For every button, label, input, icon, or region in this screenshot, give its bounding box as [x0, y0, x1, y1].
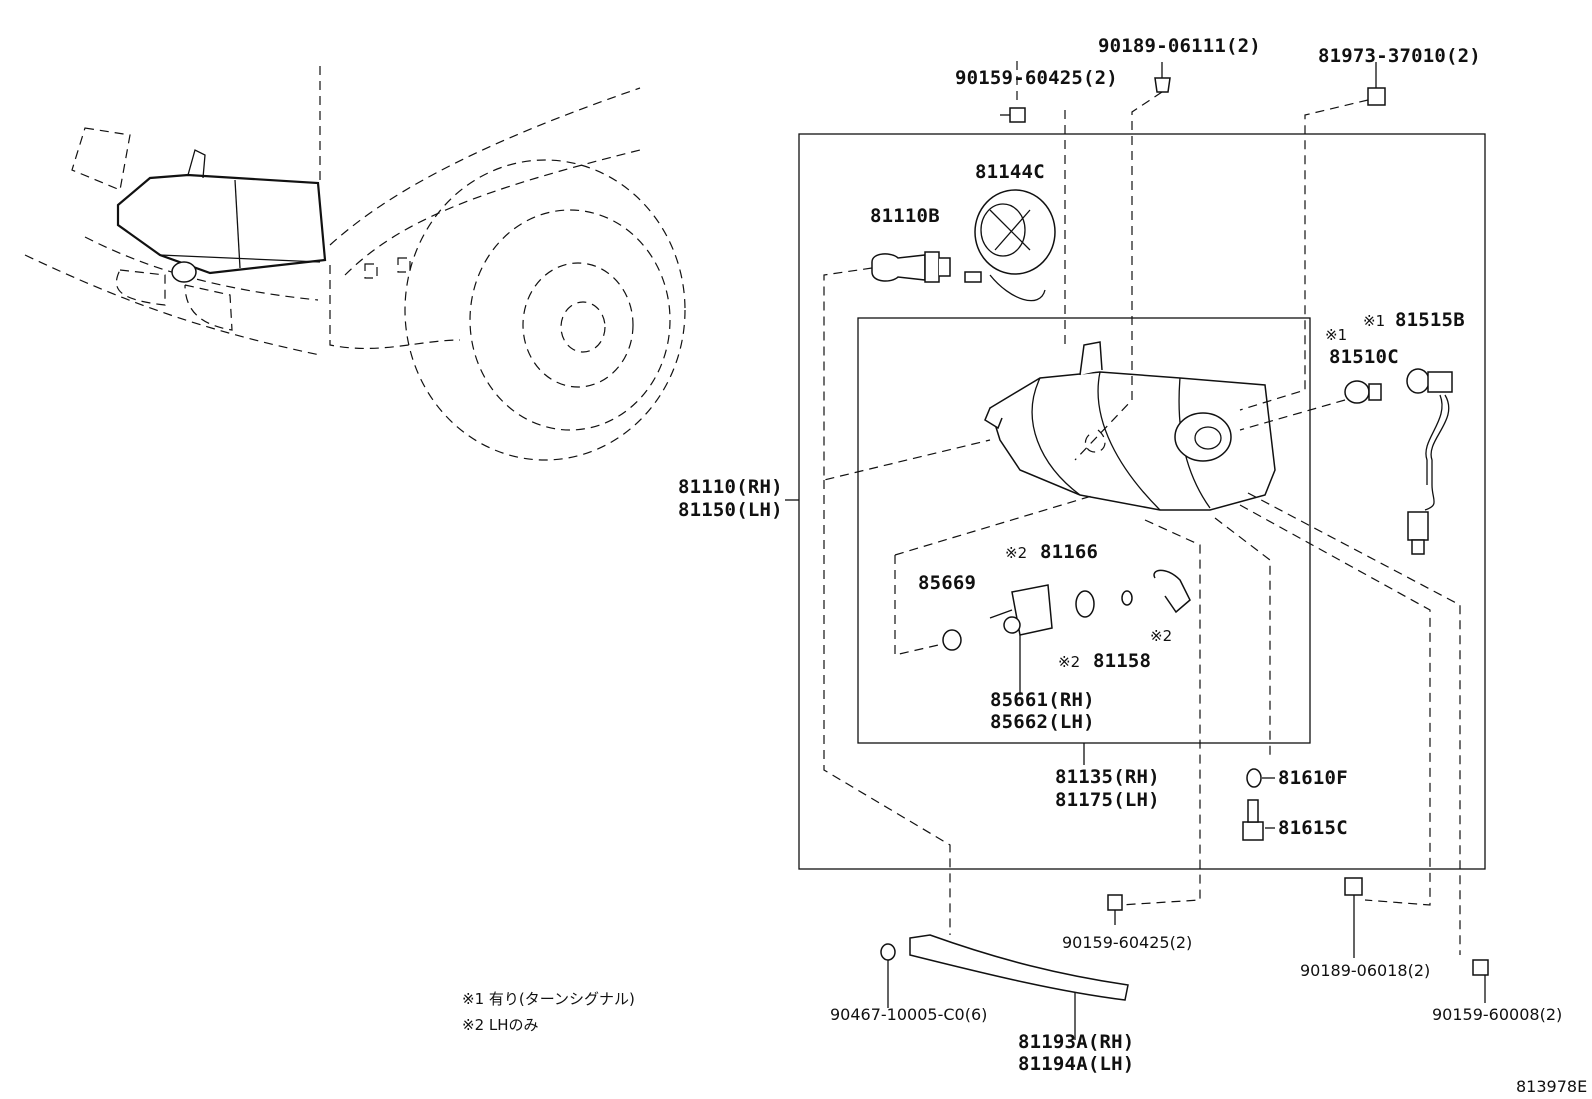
screw-right-part [1472, 959, 1489, 976]
diagram-code: 813978E [1516, 1077, 1587, 1096]
label-90189-06111: 90189-06111(2) [1098, 35, 1261, 57]
label-81610F: 81610F [1278, 767, 1348, 789]
note-turn-signal: ※1 有り(ターンシグナル) [462, 990, 635, 1008]
label-81510C-mark: ※1 [1325, 326, 1347, 344]
label-81166-mark: ※2 [1005, 544, 1027, 562]
turn-bulb-part [1344, 380, 1382, 404]
label-81973-37010: 81973-37010(2) [1318, 45, 1481, 67]
label-81193A-rh: 81193A(RH) [1018, 1031, 1134, 1053]
leveling-actuator-part [989, 584, 1053, 636]
label-85669: 85669 [918, 572, 976, 594]
clip-top-part [1367, 87, 1386, 106]
label-81158: 81158 [1093, 650, 1151, 672]
label-90159-60425-bottom: 90159-60425(2) [1062, 933, 1192, 952]
nut-bottom-part [1344, 877, 1363, 896]
label-81515B-mark: ※1 [1363, 312, 1385, 330]
headlamp-retainer-strip-part [909, 934, 1129, 1001]
side-marker-bulb-part [1242, 768, 1264, 841]
headlamp-bulb-part [171, 251, 951, 283]
label-81110B: 81110B [870, 205, 940, 227]
headlamp-assembly-box [798, 133, 1486, 870]
o-ring-part [942, 629, 962, 651]
label-90467-10005: 90467-10005-C0(6) [830, 1005, 987, 1024]
label-81515B: 81515B [1395, 309, 1465, 331]
screw-bottom-part [1107, 894, 1123, 911]
label-81135-rh: 81135(RH) [1055, 766, 1160, 788]
label-85662-lh: 85662(LH) [990, 711, 1095, 733]
label-81615C: 81615C [1278, 817, 1348, 839]
bulb-socket-cap-part [964, 189, 1056, 302]
vehicle-front-illustration [24, 66, 686, 461]
grommet-part [1075, 590, 1095, 618]
label-lh-clip-mark: ※2 [1150, 627, 1172, 645]
label-90159-60008: 90159-60008(2) [1432, 1005, 1562, 1024]
label-81150-lh: 81150(LH) [678, 499, 783, 521]
nut-top-part [1154, 77, 1171, 93]
screw-top-part [1000, 107, 1026, 123]
lh-clip-part [1153, 569, 1191, 614]
turn-socket-wire-part [1406, 368, 1453, 555]
label-81175-lh: 81175(LH) [1055, 789, 1160, 811]
label-85661-rh: 85661(RH) [990, 689, 1095, 711]
label-81110-rh: 81110(RH) [678, 476, 783, 498]
push-clip-part [880, 943, 896, 961]
note-lh-only: ※2 LHのみ [462, 1016, 539, 1034]
small-ring-part [1121, 590, 1133, 606]
headlamp-housing-part [984, 341, 1276, 511]
label-81194A-lh: 81194A(LH) [1018, 1053, 1134, 1075]
label-90159-60425-top: 90159-60425(2) [955, 67, 1118, 89]
label-81510C: 81510C [1329, 346, 1399, 368]
label-81144C: 81144C [975, 161, 1045, 183]
label-81166: 81166 [1040, 541, 1098, 563]
label-81158-mark: ※2 [1058, 653, 1080, 671]
label-90189-06018: 90189-06018(2) [1300, 961, 1430, 980]
